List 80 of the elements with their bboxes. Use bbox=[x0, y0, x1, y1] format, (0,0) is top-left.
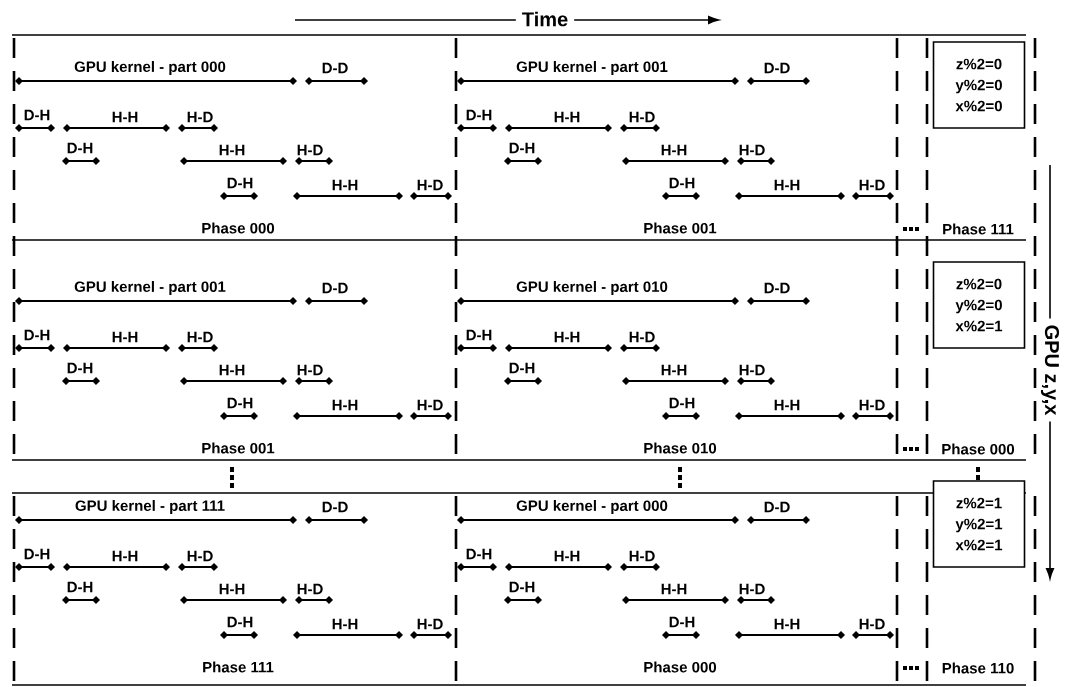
bar-label: H-D bbox=[417, 399, 443, 411]
bar-label: D-H bbox=[227, 397, 253, 409]
bar-label: D-H bbox=[669, 177, 695, 189]
bar-label: GPU kernel - part 000 bbox=[516, 500, 668, 514]
bar-label: H-H bbox=[661, 144, 687, 156]
bar-label: H-H bbox=[554, 331, 580, 343]
bar-label: D-H bbox=[669, 397, 695, 409]
bar-label: H-D bbox=[187, 331, 213, 343]
bar-label: H-H bbox=[112, 550, 138, 562]
bar-label: D-D bbox=[322, 62, 348, 74]
condition-box: z%2=0 y%2=0 x%2=1 bbox=[932, 261, 1026, 349]
phase-label: Phase 001 bbox=[202, 442, 275, 454]
phase-label: Phase 111 bbox=[943, 223, 1014, 235]
bar-label: D-H bbox=[509, 362, 535, 374]
bar-label: H-H bbox=[554, 550, 580, 562]
bar-label: D-H bbox=[67, 581, 93, 593]
bar-label: H-D bbox=[417, 179, 443, 191]
condition-box: z%2=1 y%2=1 x%2=1 bbox=[932, 480, 1026, 568]
bar-label: H-D bbox=[739, 583, 765, 595]
phase-label: Phase 010 bbox=[644, 442, 717, 454]
bar-label: H-H bbox=[332, 179, 358, 191]
condition-box: z%2=0 y%2=0 x%2=0 bbox=[932, 41, 1026, 129]
bar-label: D-H bbox=[24, 548, 50, 560]
bar-label: H-H bbox=[332, 399, 358, 411]
bar-label: H-D bbox=[859, 179, 885, 191]
bar-label: H-D bbox=[187, 111, 213, 123]
phase-label: Phase 110 bbox=[942, 662, 1014, 674]
bar-label: GPU kernel - part 001 bbox=[74, 281, 226, 295]
bar-label: D-H bbox=[227, 616, 253, 628]
phase-label: Phase 001 bbox=[644, 222, 717, 234]
bar-label: H-D bbox=[297, 583, 323, 595]
bar-label: D-H bbox=[509, 581, 535, 593]
bar-label: H-H bbox=[219, 144, 245, 156]
bar-label: GPU kernel - part 001 bbox=[516, 61, 668, 75]
bar-label: H-D bbox=[739, 144, 765, 156]
bar-label: H-H bbox=[774, 399, 800, 411]
bar-label: D-H bbox=[669, 616, 695, 628]
bar-label: D-D bbox=[322, 501, 348, 513]
bar-label: H-D bbox=[739, 364, 765, 376]
bar-label: D-D bbox=[764, 501, 790, 513]
bar-label: D-H bbox=[509, 142, 535, 154]
bar-label: D-H bbox=[67, 362, 93, 374]
phase-label: Phase 000 bbox=[942, 443, 1015, 455]
bar-label: H-H bbox=[774, 618, 800, 630]
bar-label: H-H bbox=[661, 364, 687, 376]
bar-label: D-H bbox=[227, 177, 253, 189]
bar-label: H-D bbox=[187, 550, 213, 562]
axis-label: GPU z,y,x bbox=[1039, 318, 1061, 422]
bar-label: H-D bbox=[629, 331, 655, 343]
bar-label: H-D bbox=[629, 550, 655, 562]
bar-label: H-H bbox=[332, 618, 358, 630]
bar-label: H-H bbox=[219, 583, 245, 595]
bar-label: D-D bbox=[764, 62, 790, 74]
bar-label: H-D bbox=[297, 144, 323, 156]
bar-label: D-H bbox=[67, 142, 93, 154]
bar-label: H-H bbox=[661, 583, 687, 595]
bar-label: H-H bbox=[112, 331, 138, 343]
bar-label: D-H bbox=[24, 329, 50, 341]
phase-label: Phase 111 bbox=[203, 661, 274, 673]
bar-label: H-D bbox=[297, 364, 323, 376]
bar-label: GPU kernel - part 000 bbox=[74, 61, 226, 75]
bar-label: H-H bbox=[219, 364, 245, 376]
phase-label: Phase 000 bbox=[202, 222, 275, 234]
bar-label: H-D bbox=[859, 618, 885, 630]
bar-label: H-D bbox=[417, 618, 443, 630]
bar-label: H-H bbox=[774, 179, 800, 191]
bar-label: D-D bbox=[322, 282, 348, 294]
phase-label: Phase 000 bbox=[644, 661, 717, 673]
bar-label: GPU kernel - part 111 bbox=[75, 500, 225, 514]
bar-label: H-D bbox=[629, 111, 655, 123]
bar-label: D-H bbox=[466, 109, 492, 121]
bar-label: D-D bbox=[764, 282, 790, 294]
axis-label: Time bbox=[515, 10, 575, 28]
bar-label: D-H bbox=[24, 109, 50, 121]
bar-label: H-D bbox=[859, 399, 885, 411]
bar-label: H-H bbox=[554, 111, 580, 123]
bar-label: D-H bbox=[466, 548, 492, 560]
bar-label: GPU kernel - part 010 bbox=[516, 281, 668, 295]
bar-label: H-H bbox=[112, 111, 138, 123]
bar-label: D-H bbox=[466, 329, 492, 341]
